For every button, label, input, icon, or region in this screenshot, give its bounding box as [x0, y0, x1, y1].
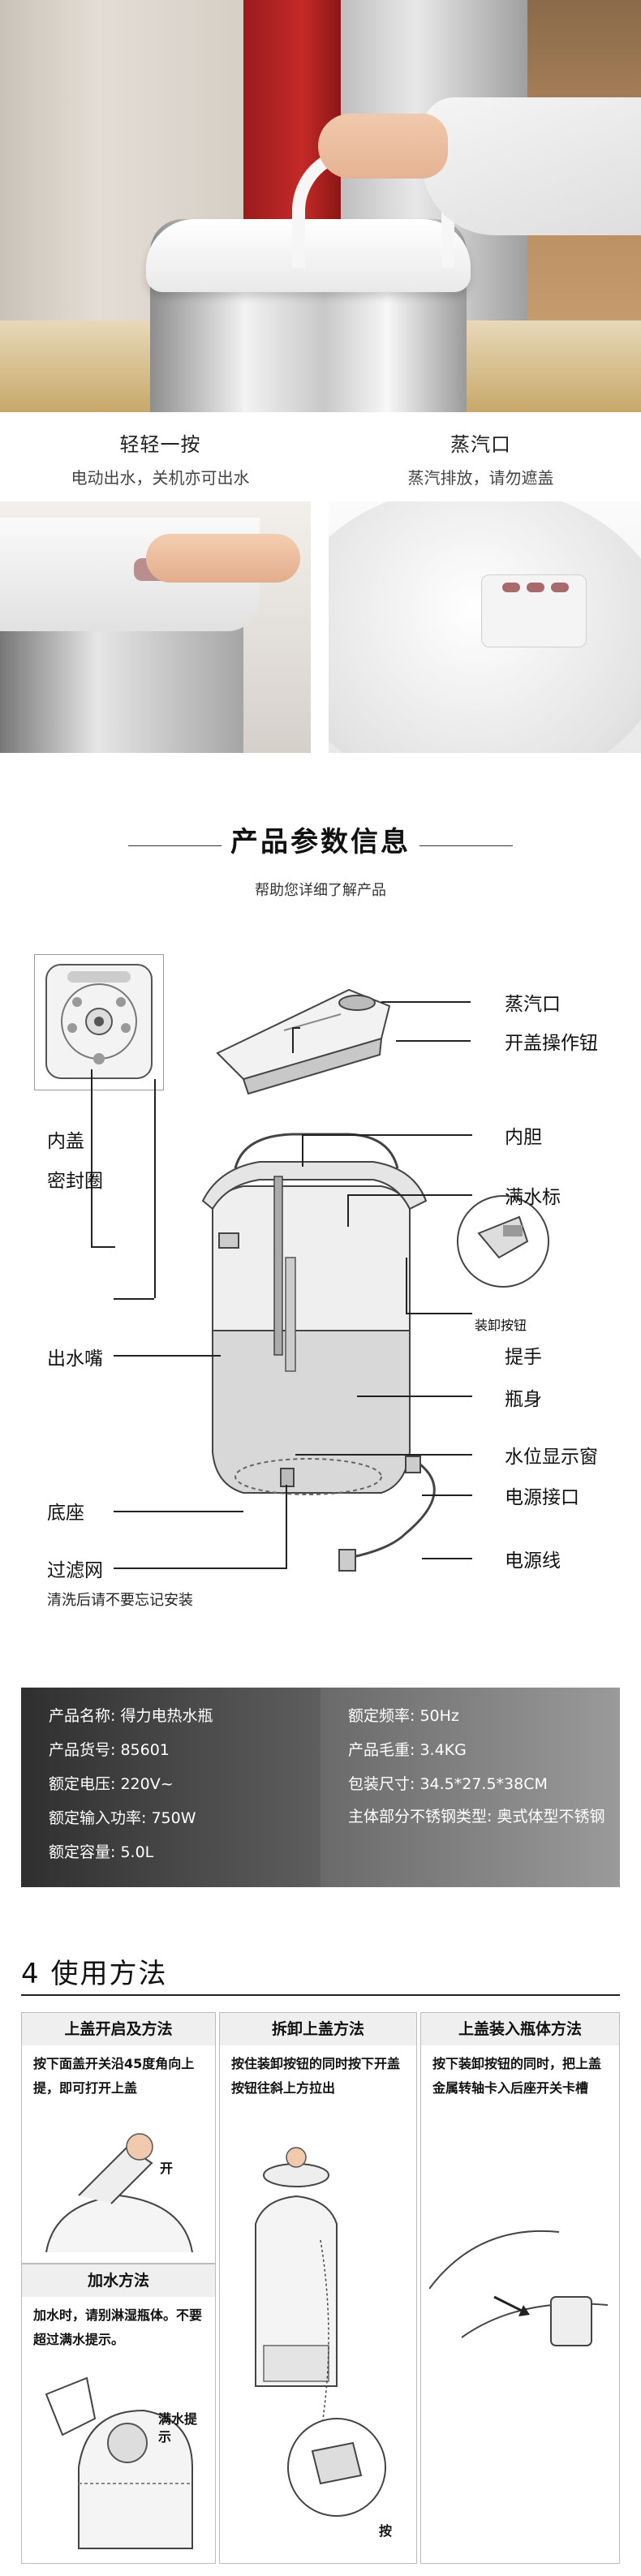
section-subtitle: 帮助您详细了解产品: [255, 882, 386, 899]
feature-title: 轻轻一按: [119, 433, 201, 456]
label-body: 瓶身: [505, 1389, 542, 1410]
label-lid-button: 开盖操作钮: [505, 1033, 598, 1054]
feature-steam: 蒸汽口 蒸汽排放，请勿遮盖: [320, 428, 641, 488]
inner-lid-thumbnail: [34, 954, 164, 1090]
label-filter: 过滤网: [47, 1560, 103, 1581]
leader-line: [286, 1485, 287, 1569]
feature-desc: 电动出水，关机亦可出水: [71, 468, 250, 488]
step-text: 按住装卸按钮的同时按下开盖按钮往斜上方拉出: [231, 2056, 401, 2096]
add-water-drawing: [45, 2376, 193, 2549]
feature-press: 轻轻一按 电动出水，关机亦可出水: [0, 428, 320, 488]
inner-lid-drawing: [45, 964, 153, 1079]
section-title: 产品参数信息: [230, 826, 411, 858]
feature-desc: 蒸汽排放，请勿遮盖: [407, 468, 554, 488]
install-lid-drawing: [429, 2230, 609, 2346]
step-title: 加水方法: [22, 2264, 215, 2297]
leader-line: [295, 1454, 472, 1456]
arm-sleeve: [422, 97, 641, 235]
label-inner-pot: 内胆: [505, 1127, 542, 1148]
hero-photo: [0, 0, 641, 412]
leader-line: [114, 1298, 154, 1300]
leader-line: [292, 1027, 294, 1053]
step-title: 上盖开启及方法: [22, 2013, 215, 2045]
callout-press: 按: [379, 2523, 393, 2539]
thermo-pot-drawing: [201, 988, 549, 1572]
spec-row: 额定频率: 50Hz: [348, 1707, 459, 1725]
spec-row: 包装尺寸: 34.5*27.5*38CM: [348, 1775, 548, 1793]
section-heading: 产品参数信息: [0, 819, 641, 859]
leader-line: [292, 1027, 300, 1029]
callout-full-water: 满水提示: [158, 2411, 198, 2445]
label-power-cord: 电源线: [505, 1550, 561, 1572]
spec-row: 产品名称: 得力电热水瓶: [49, 1707, 213, 1725]
photo-steam-vent: [329, 501, 641, 753]
label-steam-vent: 蒸汽口: [505, 994, 561, 1015]
label-detach-button: 装卸按钮: [475, 1318, 527, 1333]
spec-row: 额定输入功率: 750W: [49, 1809, 196, 1827]
label-spout: 出水嘴: [47, 1348, 103, 1370]
leader-line: [396, 1040, 471, 1042]
spec-row: 产品货号: 85601: [49, 1741, 170, 1759]
heading-rule-right: [419, 845, 513, 846]
label-seal-ring: 密封圈: [47, 1171, 103, 1192]
spec-column-right: 额定频率: 50Hz 产品毛重: 3.4KG 包装尺寸: 34.5*27.5*3…: [320, 1688, 620, 1887]
leader-line: [91, 1246, 115, 1248]
leader-line: [347, 1194, 472, 1196]
label-power-port: 电源接口: [505, 1487, 579, 1508]
spec-column-left: 产品名称: 得力电热水瓶 产品货号: 85601 额定电压: 220V~ 额定输…: [21, 1688, 320, 1887]
label-inner-lid: 内盖: [47, 1131, 84, 1152]
leader-line: [302, 1134, 472, 1136]
leader-line: [357, 1396, 472, 1397]
spec-row: 额定容量: 5.0L: [49, 1843, 154, 1861]
callout-open: 开: [160, 2161, 174, 2176]
leader-line: [91, 1069, 92, 1246]
leader-line: [302, 1134, 303, 1167]
photo-press-button: [0, 501, 311, 753]
spec-panel: 产品名称: 得力电热水瓶 产品货号: 85601 额定电压: 220V~ 额定输…: [21, 1688, 620, 1887]
leader-line: [422, 1558, 472, 1559]
finger: [146, 534, 300, 583]
open-lid-drawing: [45, 2133, 193, 2253]
heading-rule-left: [128, 845, 222, 846]
leader-line: [347, 1194, 349, 1227]
usage-step-remove-lid: 拆卸上盖方法 按住装卸按钮的同时按下开盖按钮往斜上方拉出 按: [219, 2012, 417, 2564]
usage-step-install-lid: 上盖装入瓶体方法 按下装卸按钮的同时，把上盖金属转轴卡入后座开关卡槽: [420, 2012, 620, 2564]
label-full-mark: 满水标: [505, 1187, 561, 1208]
leader-line: [114, 1568, 286, 1569]
label-level-window: 水位显示窗: [505, 1447, 598, 1468]
step-text: 按下面盖开关沿45度角向上提，即可打开上盖: [33, 2056, 195, 2096]
leader-line: [154, 1079, 156, 1298]
step-title: 上盖装入瓶体方法: [421, 2013, 619, 2045]
spec-row: 主体部分不锈钢类型: 奥式体型不锈钢: [348, 1808, 605, 1826]
product-diagram: 蒸汽口 开盖操作钮 内盖 密封圈 内胆 满水标 装卸按钮 出水嘴 提手 瓶身 水…: [0, 933, 641, 1623]
leader-line: [406, 1258, 407, 1313]
label-base: 底座: [47, 1503, 84, 1524]
feature-title: 蒸汽口: [450, 433, 511, 456]
leader-line: [381, 1001, 471, 1003]
leader-line: [114, 1355, 221, 1357]
leader-line: [406, 1313, 472, 1314]
usage-rule: [21, 1994, 620, 1996]
step-text: 按下装卸按钮的同时，把上盖金属转轴卡入后座开关卡槽: [432, 2056, 602, 2096]
leader-line: [114, 1511, 243, 1512]
label-handle: 提手: [505, 1347, 542, 1368]
step-text: 加水时，请别淋湿瓶体。不要超过满水提示。: [33, 2307, 203, 2347]
remove-lid-drawing: [255, 2147, 386, 2517]
usage-step-open-lid: 上盖开启及方法 按下面盖开关沿45度角向上提，即可打开上盖 开: [21, 2012, 216, 2264]
leader-line: [422, 1494, 472, 1496]
step-title: 拆卸上盖方法: [220, 2013, 416, 2045]
spec-row: 产品毛重: 3.4KG: [348, 1741, 467, 1759]
spec-row: 额定电压: 220V~: [49, 1775, 174, 1793]
hand: [318, 114, 448, 178]
usage-title: 4 使用方法: [21, 1958, 168, 1990]
filter-note: 清洗后请不要忘记安装: [47, 1592, 193, 1609]
usage-step-add-water: 加水方法 加水时，请别淋湿瓶体。不要超过满水提示。 满水提示: [21, 2264, 216, 2564]
